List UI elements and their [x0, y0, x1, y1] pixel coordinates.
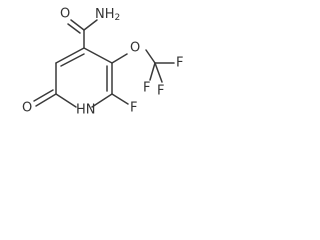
atom-nh-amide-text: NH: [95, 7, 115, 22]
atom-o-ether: O: [130, 41, 140, 56]
bond-o-cf3: [145, 49, 156, 64]
bond-c6-n1: [91, 93, 113, 108]
atom-f-cf3-right: F: [176, 56, 183, 71]
atom-f-cf3-lower-left: F: [143, 81, 150, 96]
bond-c2-o-2: [33, 89, 54, 102]
atom-f-cf3-bottom: F: [157, 84, 164, 99]
atom-nh2-amide: NH2: [95, 7, 120, 23]
bond-c4-c5: [83, 47, 113, 64]
bond-c3-c4-1: [55, 47, 85, 64]
atom-labels: O NH2 O F F F O HN F: [22, 7, 183, 118]
bond-c5-o-ether: [111, 53, 128, 64]
chemical-structure-diagram: O NH2 O F F F O HN F: [22, 7, 183, 118]
atom-o-amide: O: [60, 7, 70, 22]
bond-n1-c2: [55, 93, 77, 108]
atom-f-ring: F: [130, 101, 137, 116]
bond-cf3-f-top: [149, 62, 156, 81]
atom-o-keto: O: [22, 101, 32, 116]
bond-c2-o-1: [35, 93, 57, 107]
bond-c6-f: [111, 93, 129, 105]
bond-amide-c-o-2: [67, 23, 81, 34]
bond-amide-c-o-1: [70, 19, 85, 31]
atom-hn-ring: HN: [76, 103, 96, 118]
bonds: [33, 19, 175, 108]
bond-c3-c4-2: [60, 53, 85, 67]
bond-cf3-f-bottom: [154, 62, 163, 83]
bond-amide-c-n: [83, 19, 98, 31]
atom-nh2-subscript: 2: [115, 13, 121, 23]
